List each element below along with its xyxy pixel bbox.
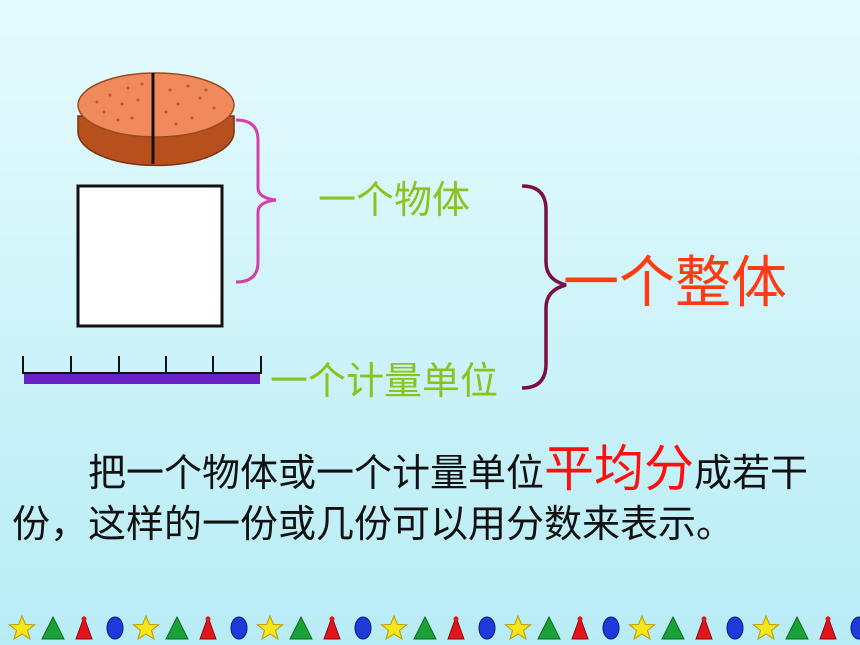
definition-paragraph: 把一个物体或一个计量单位平均分成若干份，这样的一份或几份可以用分数来表示。 bbox=[12, 444, 852, 550]
oval-icon bbox=[230, 616, 248, 640]
big-brace bbox=[521, 184, 567, 390]
oval-icon bbox=[106, 616, 124, 640]
ruler-bar bbox=[22, 356, 262, 384]
oval-icon bbox=[478, 616, 496, 640]
star-icon bbox=[132, 614, 160, 641]
tree-icon bbox=[413, 615, 437, 640]
oval-icon bbox=[354, 616, 372, 640]
tree-icon bbox=[41, 615, 65, 640]
cone-icon bbox=[819, 615, 837, 640]
decorative-border bbox=[8, 614, 860, 644]
label-object: 一个物体 bbox=[318, 178, 471, 222]
star-icon bbox=[504, 614, 532, 641]
square-shape bbox=[76, 184, 224, 328]
biscuit-icon bbox=[77, 72, 235, 167]
oval-icon bbox=[850, 616, 860, 640]
label-whole: 一个整体 bbox=[563, 251, 787, 316]
tree-icon bbox=[165, 615, 189, 640]
star-icon bbox=[380, 614, 408, 641]
cone-icon bbox=[323, 615, 341, 640]
cone-icon bbox=[75, 615, 93, 640]
star-icon bbox=[628, 614, 656, 641]
cone-icon bbox=[571, 615, 589, 640]
cone-icon bbox=[199, 615, 217, 640]
star-icon bbox=[256, 614, 284, 641]
tree-icon bbox=[537, 615, 561, 640]
tree-icon bbox=[785, 615, 809, 640]
star-icon bbox=[752, 614, 780, 641]
tree-icon bbox=[661, 615, 685, 640]
paragraph-part1: 把一个物体或一个计量单位 bbox=[88, 451, 545, 495]
star-icon bbox=[8, 614, 36, 641]
small-brace bbox=[235, 118, 277, 284]
cone-icon bbox=[695, 615, 713, 640]
paragraph-highlight: 平均分 bbox=[544, 440, 695, 498]
oval-icon bbox=[726, 616, 744, 640]
cone-icon bbox=[447, 615, 465, 640]
paragraph-part2: 成若干份，这样的一份或几份可以用分数来表示。 bbox=[12, 451, 809, 546]
tree-icon bbox=[289, 615, 313, 640]
label-unit: 一个计量单位 bbox=[270, 359, 499, 403]
oval-icon bbox=[602, 616, 620, 640]
